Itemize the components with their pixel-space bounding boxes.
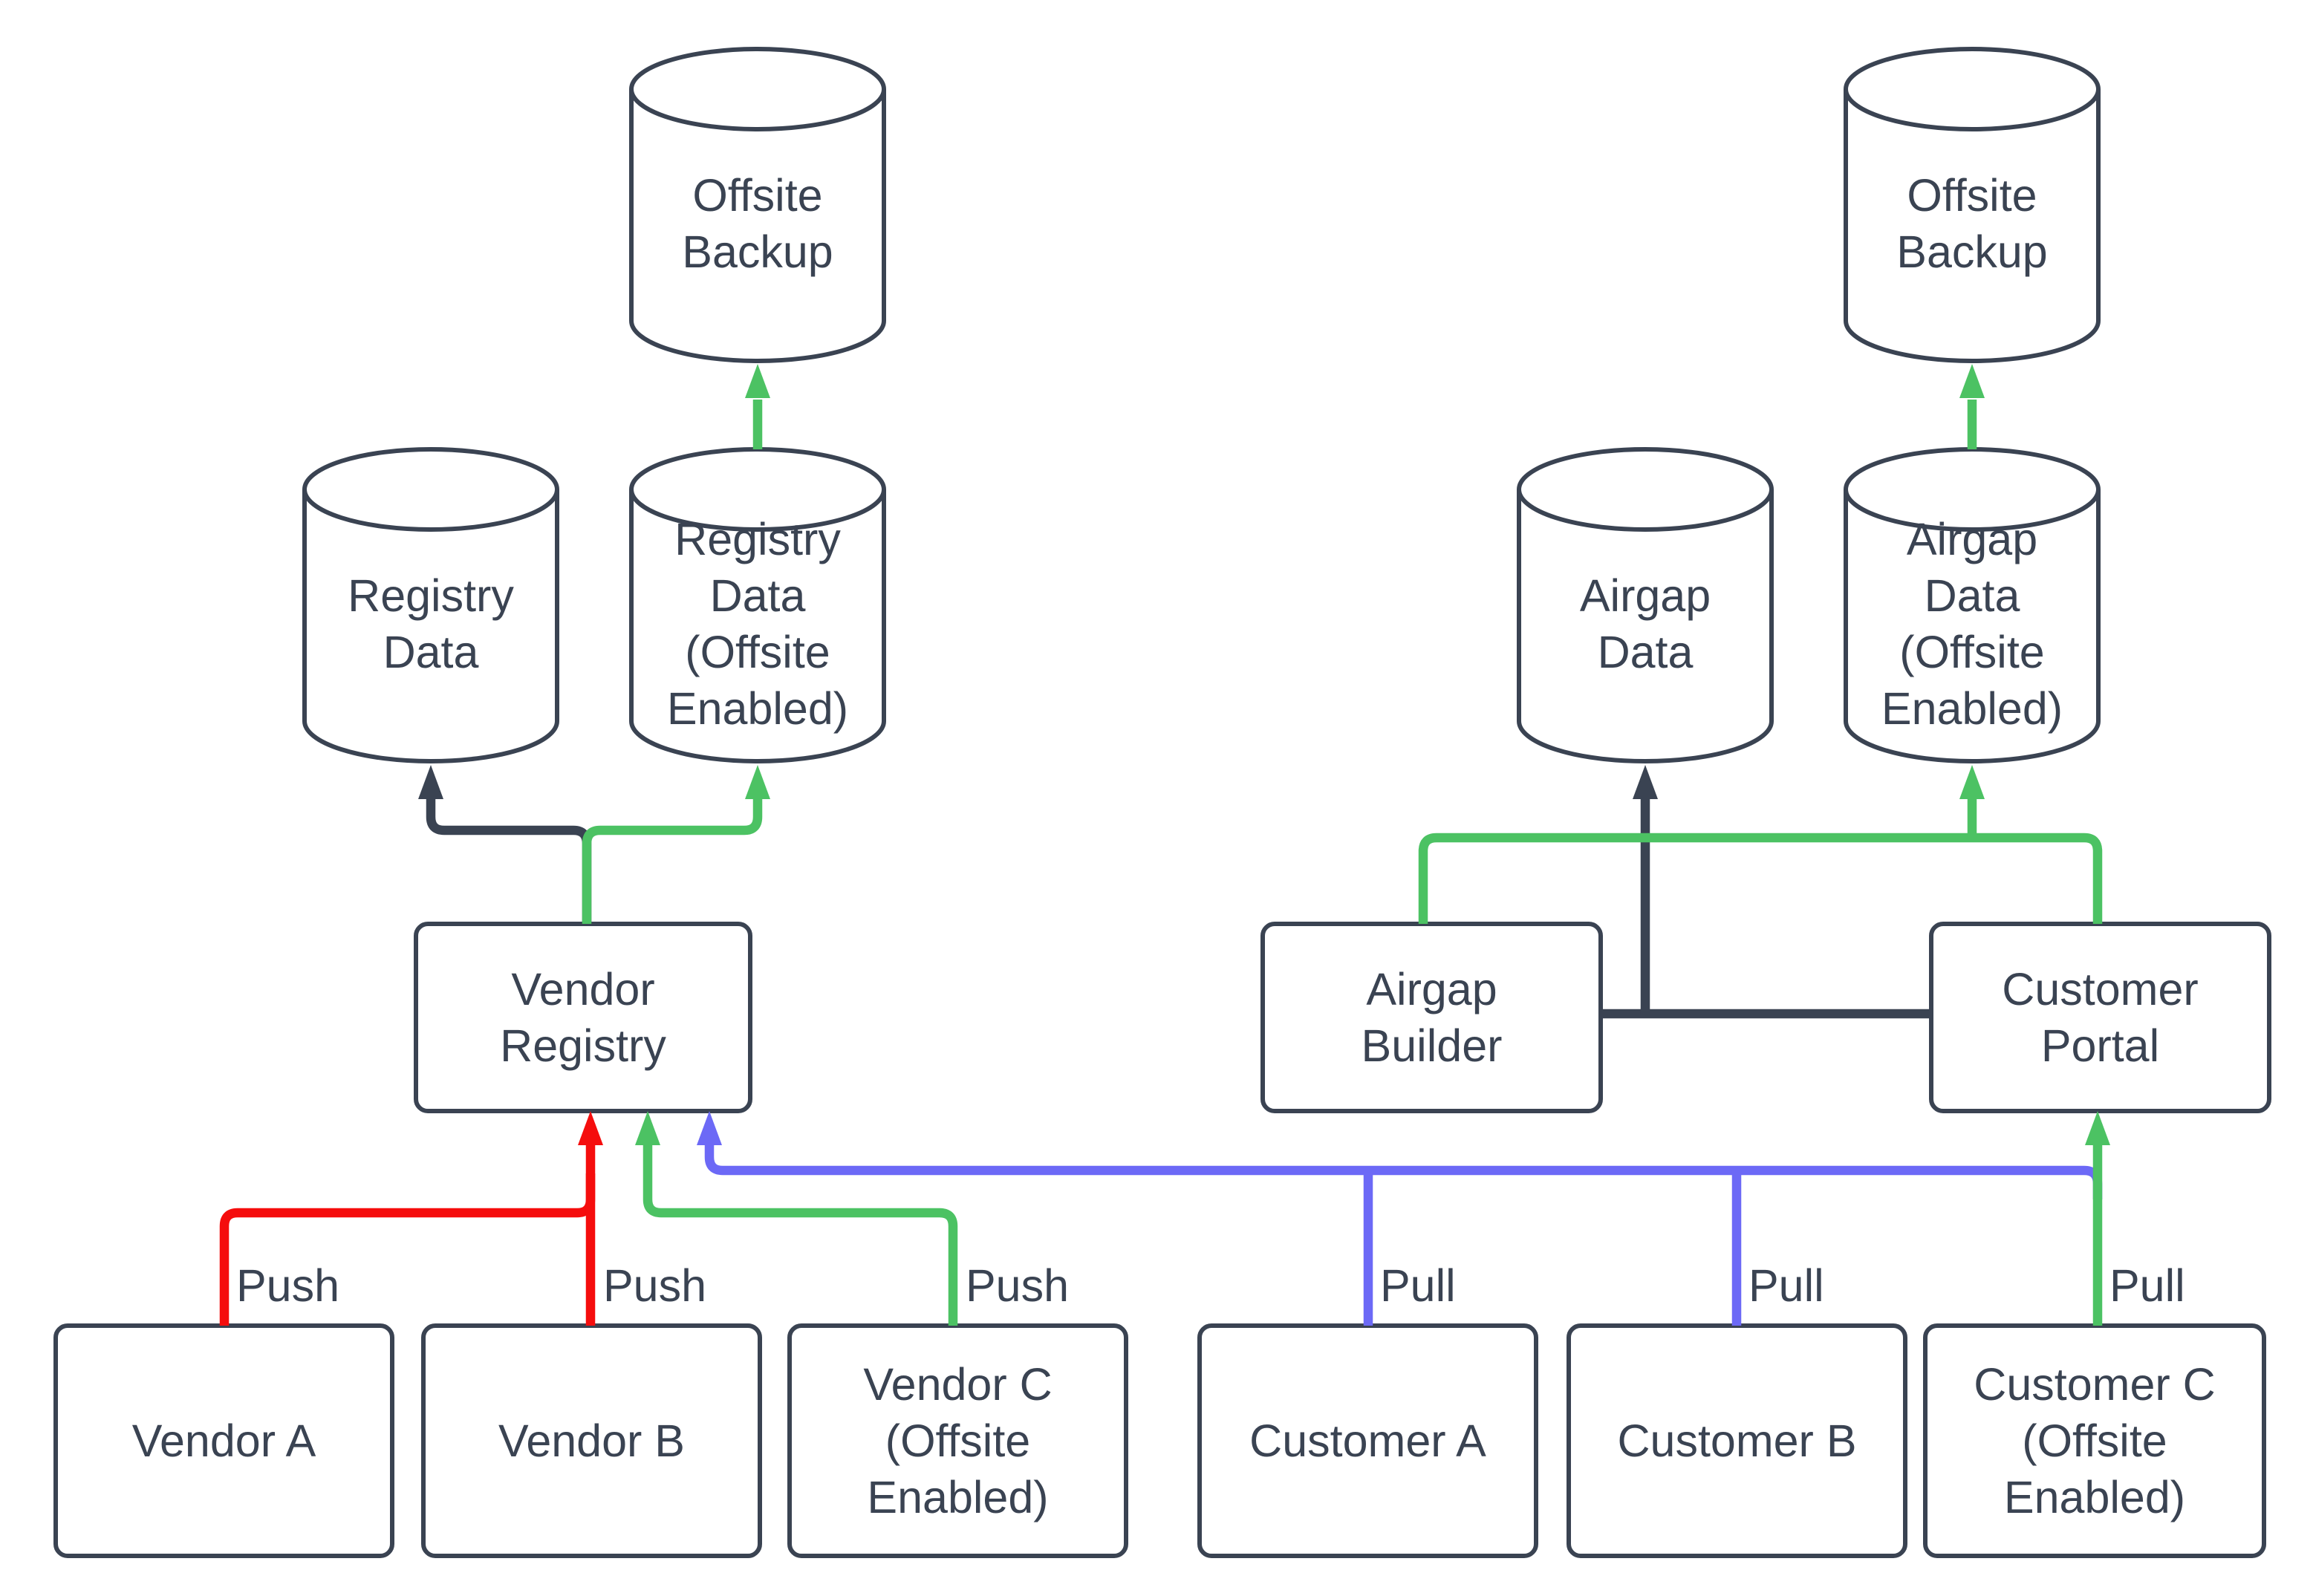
box-vendor-registry <box>414 922 752 1113</box>
edge-vendor-c-push <box>642 1145 958 1326</box>
box-customer-a <box>1197 1323 1538 1558</box>
arrowhead-dark-airgap-data <box>1633 765 1658 799</box>
cylinder-top <box>302 447 559 532</box>
arrowhead-green-registry-data-offsite <box>745 765 770 799</box>
cylinder-top <box>629 447 886 532</box>
edge-vendor-a-push <box>219 1173 596 1326</box>
box-vendor-b <box>421 1323 762 1558</box>
cylinder-body <box>629 489 886 763</box>
edge-customers-pull-trunk <box>704 1145 2103 1199</box>
cylinder-top <box>629 47 886 131</box>
arrowhead-green-customer-portal <box>2085 1111 2110 1145</box>
cylinder-top <box>1844 47 2101 131</box>
cylinder-registry-data-offsite <box>629 447 886 763</box>
cylinder-top <box>1517 447 1774 532</box>
edge-vendor-registry-to-registry-data-offsite <box>582 799 763 924</box>
box-customer-b <box>1567 1323 1907 1558</box>
box-customer-portal <box>1929 922 2271 1113</box>
cylinder-body <box>302 489 559 763</box>
arrowhead-dark-registry-data <box>418 765 443 799</box>
arrowhead-red-vendor-registry <box>578 1111 603 1145</box>
arrowhead-blue-vendor-registry <box>697 1111 722 1145</box>
cylinder-body <box>629 89 886 363</box>
cylinder-registry-data <box>302 447 559 763</box>
cylinder-body <box>1517 489 1774 763</box>
edge-vendor-registry-to-registry-data <box>426 799 592 924</box>
arrowhead-green-vendor-registry <box>635 1111 660 1145</box>
cylinder-airgap-data-offsite <box>1844 447 2101 763</box>
arrowhead-green-offsite-backup-left <box>745 364 770 398</box>
cylinder-airgap-data <box>1517 447 1774 763</box>
arrowhead-green-offsite-backup-right <box>1959 364 1985 398</box>
cylinder-offsite-backup-right <box>1844 47 2101 363</box>
cylinder-top <box>1844 447 2101 532</box>
box-customer-c <box>1923 1323 2266 1558</box>
cylinder-offsite-backup-left <box>629 47 886 363</box>
box-airgap-builder <box>1260 922 1603 1113</box>
cylinder-body <box>1844 89 2101 363</box>
edge-builder-portal-offsite-trunk <box>1418 833 2103 924</box>
arrowhead-green-airgap-data-offsite <box>1959 765 1985 799</box>
cylinder-body <box>1844 489 2101 763</box>
box-vendor-c <box>787 1323 1128 1558</box>
box-vendor-a <box>53 1323 394 1558</box>
